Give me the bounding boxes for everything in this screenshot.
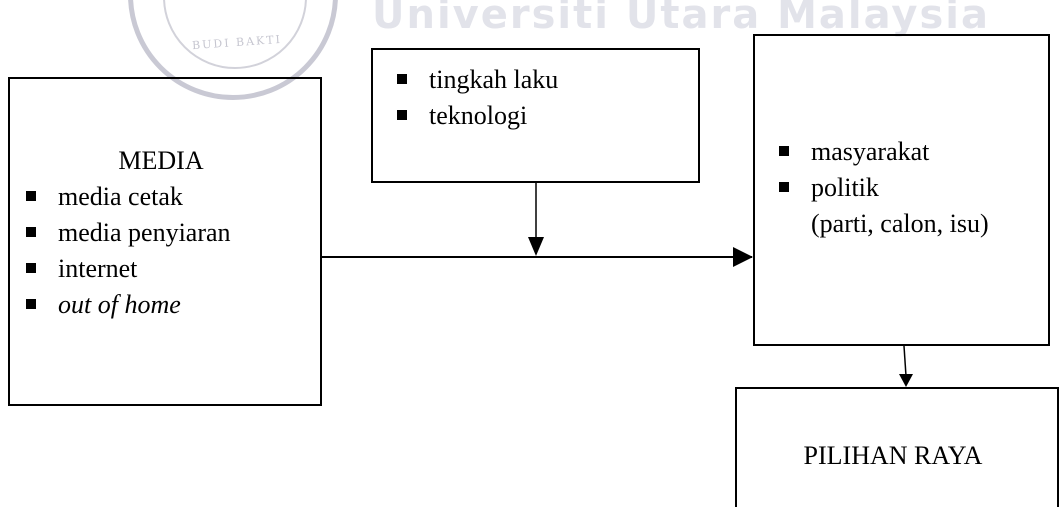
bullet-icon [397,110,407,120]
list-item: internet [26,251,231,287]
media-box: MEDIA media cetak media penyiaran intern… [8,77,322,406]
result-box: PILIHAN RAYA [735,387,1059,507]
moderator-to-line-arrowhead [528,237,544,256]
target-item-society: masyarakat [811,137,930,166]
moderator-list: tingkah laku teknologi [397,62,558,134]
list-item: media cetak [26,179,231,215]
bullet-icon [397,74,407,84]
target-list: masyarakat politik (parti, calon, isu) [779,134,989,242]
target-box: masyarakat politik (parti, calon, isu) [753,34,1050,346]
media-to-target-arrowhead [733,247,753,267]
list-item: tingkah laku [397,62,558,98]
media-item-print: media cetak [58,182,183,211]
moderator-box: tingkah laku teknologi [371,48,700,183]
list-item: politik (parti, calon, isu) [779,170,989,242]
moderator-item-technology: teknologi [429,101,528,130]
target-to-result-arrow [903,345,907,377]
bullet-icon [779,146,789,156]
bullet-icon [26,227,36,237]
list-item: media penyiaran [26,215,231,251]
list-item: masyarakat [779,134,989,170]
media-item-out-of-home: out of home [58,290,181,319]
media-item-internet: internet [58,254,138,283]
bullet-icon [26,263,36,273]
target-item-politics: politik [811,173,879,202]
media-item-broadcast: media penyiaran [58,218,231,247]
list-item: out of home [26,287,231,323]
result-title: PILIHAN RAYA [803,441,983,470]
media-title: MEDIA [118,146,204,175]
bullet-icon [26,299,36,309]
bullet-icon [26,191,36,201]
target-to-result-arrowhead [899,374,913,387]
media-list: media cetak media penyiaran internet out… [26,179,231,323]
bullet-icon [779,182,789,192]
moderator-item-behaviour: tingkah laku [429,65,559,94]
politics-detail: (parti, calon, isu) [811,209,989,238]
list-item: teknologi [397,98,558,134]
